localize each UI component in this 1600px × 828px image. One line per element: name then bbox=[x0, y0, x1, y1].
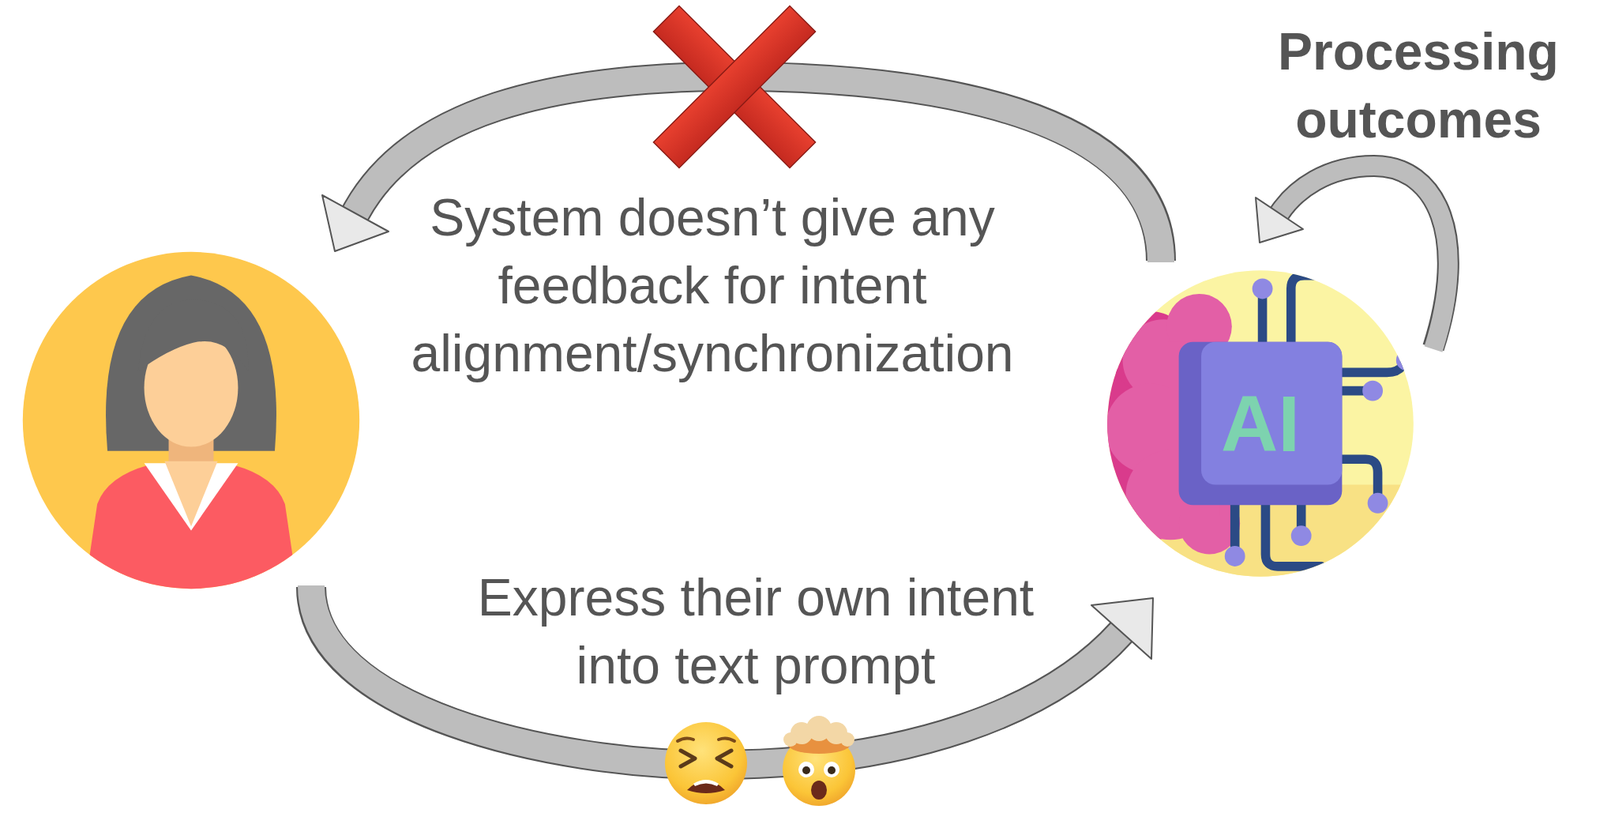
emoji-eye bbox=[717, 750, 732, 767]
loop-label: Processing outcomes bbox=[1252, 17, 1585, 154]
person-hair bbox=[105, 275, 277, 451]
intent-label: Express their own intent into text promp… bbox=[431, 563, 1080, 699]
emoji-brow bbox=[718, 737, 735, 741]
emoji-eye bbox=[823, 761, 840, 778]
emoji-eye bbox=[680, 750, 695, 767]
arrow-head bbox=[1255, 197, 1304, 243]
ai-icon bbox=[1078, 265, 1417, 587]
tired-face-emoji bbox=[664, 721, 748, 804]
emoji-mouth bbox=[811, 780, 827, 800]
icon-label: AI bbox=[1181, 379, 1340, 467]
feedback-label: System doesn’t give any feedback for int… bbox=[356, 183, 1068, 387]
arrow-head bbox=[322, 195, 389, 252]
red-cross bbox=[653, 5, 816, 168]
person-icon bbox=[22, 251, 360, 594]
emoji-cloud bbox=[783, 715, 855, 747]
emoji-teeth bbox=[693, 779, 719, 786]
emoji-mouth bbox=[687, 780, 725, 793]
person-bangs bbox=[138, 299, 249, 372]
emoji-pupil bbox=[827, 766, 836, 774]
exploding-head-emoji bbox=[782, 715, 856, 806]
emoji-brow bbox=[677, 737, 694, 741]
arrow-head bbox=[1091, 597, 1154, 659]
person-chest bbox=[164, 461, 218, 527]
ai-chip bbox=[1179, 341, 1343, 506]
emoji-eye bbox=[798, 761, 815, 778]
emoji-face bbox=[782, 732, 856, 806]
emoji-face bbox=[664, 721, 748, 804]
cross-bar bbox=[653, 5, 816, 168]
emoji-pupil bbox=[802, 766, 811, 774]
cross-bar bbox=[653, 5, 816, 168]
